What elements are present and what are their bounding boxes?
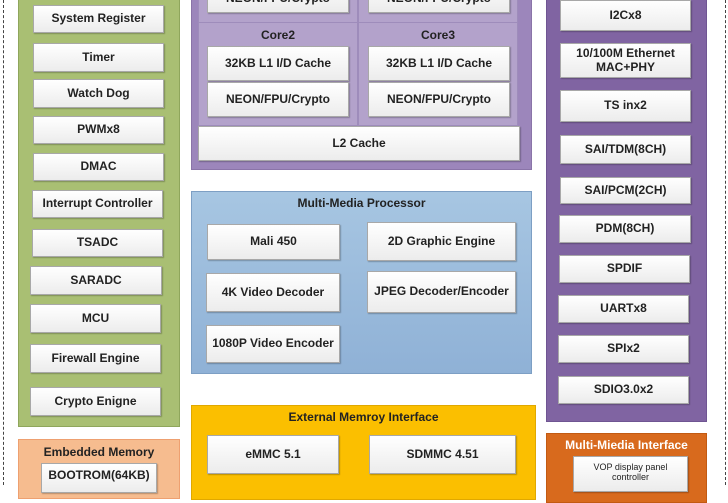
emmc-block: eMMC 5.1 [207,435,339,474]
l2-cache-block: L2 Cache [198,126,520,161]
dmac-block: DMAC [33,153,164,181]
jpeg-codec-block: JPEG Decoder/Encoder [367,271,516,313]
core2-neon-block: NEON/FPU/Crypto [207,82,349,117]
bootrom-block: BOOTROM(64KB) [41,463,157,493]
i2c-block: I2Cx8 [560,0,691,31]
sdio-block: SDIO3.0x2 [558,376,689,404]
crypto-engine-block: Crypto Enigne [30,387,161,416]
spi-block: SPIx2 [558,335,689,363]
core-divider [198,22,518,23]
pdm-block: PDM(8CH) [559,215,691,243]
multimedia-interface-title: Multi-Miedia Interface [565,438,688,452]
4k-video-decoder-block: 4K Video Decoder [206,273,340,312]
spdif-block: SPDIF [559,255,690,283]
sai-pcm-block: SAI/PCM(2CH) [560,177,691,204]
core3-title: Core3 [420,28,455,42]
core2-title: Core2 [260,28,295,42]
ethernet-block: 10/100M Ethernet MAC+PHY [560,43,691,78]
firewall-engine-block: Firewall Engine [30,344,161,373]
sdmmc-block: SDMMC 4.51 [369,435,516,474]
sai-tdm-block: SAI/TDM(8CH) [560,135,691,164]
mali-450-block: Mali 450 [207,224,340,260]
mcu-block: MCU [30,304,161,333]
external-memory-title: External Memroy Interface [288,410,439,424]
right-boundary-line [725,0,726,485]
core-top-neon-block-right: NEON/FPU/Crypto [368,0,510,13]
tsadc-block: TSADC [32,229,163,257]
watch-dog-block: Watch Dog [33,79,164,108]
embedded-memory-title: Embedded Memory [43,445,155,459]
vop-display-controller-block: VOP display panel controller [573,456,688,492]
system-register-block: System Register [33,5,164,33]
core-top-neon-block-left: NEON/FPU/Crypto [207,0,349,13]
interrupt-controller-block: Interrupt Controller [32,190,163,218]
1080p-video-encoder-block: 1080P Video Encoder [206,325,340,363]
multimedia-processor-title: Multi-Media Processor [297,196,426,210]
saradc-block: SARADC [30,266,162,295]
core3-l1-cache-block: 32KB L1 I/D Cache [368,46,510,81]
core3-neon-block: NEON/FPU/Crypto [368,82,510,117]
core2-l1-cache-block: 32KB L1 I/D Cache [207,46,349,81]
uart-block: UARTx8 [558,295,689,323]
ts-in-block: TS inx2 [560,90,691,122]
pwm-block: PWMx8 [33,116,164,144]
2d-graphic-engine-block: 2D Graphic Engine [367,222,516,261]
left-boundary-line [3,0,4,485]
timer-block: Timer [33,43,164,72]
